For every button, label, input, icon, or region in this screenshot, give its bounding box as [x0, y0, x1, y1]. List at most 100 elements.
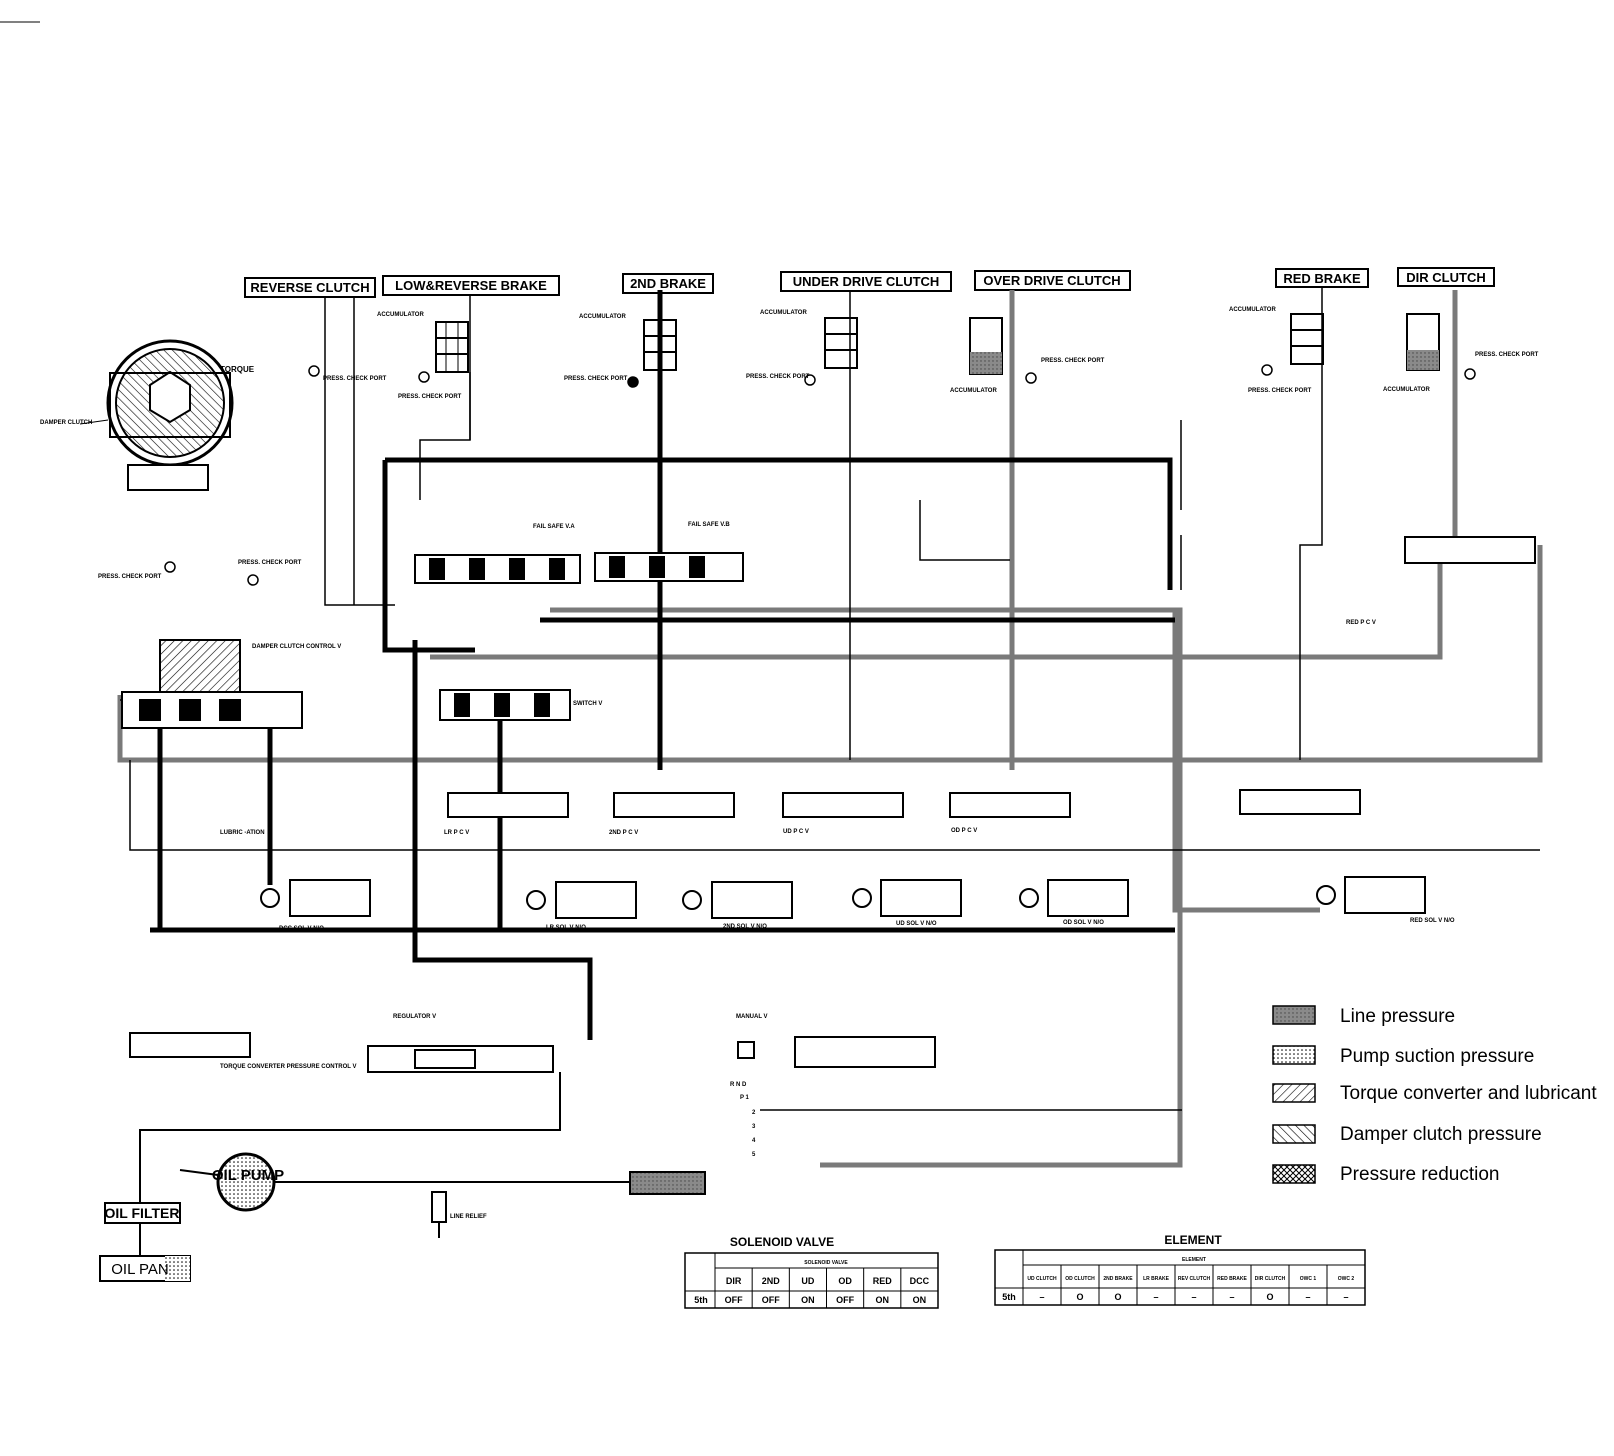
- under-drive-clutch-box: UNDER DRIVE CLUTCH: [780, 271, 952, 292]
- solenoid-valves: [260, 876, 1426, 919]
- component-text: FAIL SAFE V.A FAIL SAFE V.B DAMPER CLUTC…: [220, 522, 1455, 1220]
- reverse-clutch-box: REVERSE CLUTCH: [244, 277, 376, 298]
- svg-text:PRESS. CHECK PORT: PRESS. CHECK PORT: [1041, 358, 1105, 364]
- accumulator-red: ACCUMULATOR: [1229, 307, 1324, 365]
- legend-swatch-dots: [1272, 1045, 1316, 1065]
- svg-text:PRESS. CHECK PORT: PRESS. CHECK PORT: [564, 376, 628, 382]
- svg-text:PRESS. CHECK PORT: PRESS. CHECK PORT: [323, 376, 387, 382]
- table-header-cell: LR BRAKE: [1143, 1276, 1169, 1282]
- svg-text:4: 4: [752, 1138, 756, 1144]
- svg-text:PRESS. CHECK PORT: PRESS. CHECK PORT: [238, 560, 302, 566]
- table-header-cell: OWC 2: [1338, 1276, 1355, 1282]
- press-check-port-labels: PRESS. CHECK PORT PRESS. CHECK PORT PRES…: [98, 352, 1539, 580]
- svg-text:PRESS. CHECK PORT: PRESS. CHECK PORT: [98, 574, 162, 580]
- table-cell: O: [1266, 1292, 1273, 1302]
- legend-label: Line pressure: [1340, 1006, 1455, 1027]
- svg-text:LUBRIC -ATION: LUBRIC -ATION: [220, 830, 265, 836]
- oil-pan: OIL PAN: [99, 1255, 191, 1282]
- table-cell: O: [1114, 1292, 1121, 1302]
- svg-text:ACCUMULATOR: ACCUMULATOR: [579, 314, 626, 320]
- svg-text:2ND SOL V N/O: 2ND SOL V N/O: [723, 924, 767, 930]
- svg-text:REVERSE CLUTCH: REVERSE CLUTCH: [250, 280, 369, 295]
- table-header-cell: RED BRAKE: [1217, 1276, 1247, 1282]
- svg-text:2: 2: [752, 1110, 756, 1116]
- low-reverse-brake-box: LOW&REVERSE BRAKE: [382, 275, 560, 296]
- svg-text:OD P C V: OD P C V: [951, 828, 977, 834]
- svg-text:RED P C V: RED P C V: [1346, 620, 1376, 626]
- legend: Line pressure Pump suction pressure Torq…: [1272, 1005, 1597, 1185]
- svg-text:UD SOL V N/O: UD SOL V N/O: [896, 921, 937, 927]
- svg-text:P 1: P 1: [740, 1095, 750, 1101]
- svg-text:ACCUMULATOR: ACCUMULATOR: [760, 310, 807, 316]
- svg-text:FAIL SAFE V.B: FAIL SAFE V.B: [688, 522, 730, 528]
- legend-label: Torque converter and lubricant: [1340, 1083, 1597, 1104]
- table-cell: OFF: [725, 1295, 743, 1305]
- svg-text:LR SOL V N/O: LR SOL V N/O: [546, 925, 586, 931]
- thin-lines: [120, 287, 1540, 1111]
- table-cell: –: [1191, 1292, 1196, 1302]
- dir-clutch-box: DIR CLUTCH: [1397, 267, 1495, 287]
- svg-text:SOLENOID VALVE: SOLENOID VALVE: [804, 1260, 848, 1266]
- line-pressure-lines: [117, 290, 1543, 1168]
- svg-text:ACCUMULATOR: ACCUMULATOR: [1383, 387, 1430, 393]
- oil-filter: OIL FILTER: [104, 1202, 181, 1224]
- table-header-cell: DIR CLUTCH: [1255, 1276, 1286, 1282]
- line-pressure-block: [629, 1171, 706, 1195]
- red-brake-box: RED BRAKE: [1275, 268, 1369, 288]
- table-header-cell: OD: [838, 1276, 852, 1286]
- accumulator-lr: ACCUMULATOR: [377, 312, 469, 373]
- legend-label: Damper clutch pressure: [1340, 1124, 1542, 1145]
- table-header-cell: 2ND BRAKE: [1103, 1276, 1133, 1282]
- svg-text:ACCUMULATOR: ACCUMULATOR: [950, 388, 997, 394]
- svg-text:ELEMENT: ELEMENT: [1182, 1257, 1206, 1263]
- line-relief-valve: [431, 1191, 447, 1238]
- svg-text:PRESS. CHECK PORT: PRESS. CHECK PORT: [398, 394, 462, 400]
- suction-lines: [139, 1072, 630, 1256]
- svg-text:RED BRAKE: RED BRAKE: [1283, 271, 1361, 286]
- legend-label: Pump suction pressure: [1340, 1046, 1534, 1067]
- second-brake-box: 2ND BRAKE: [622, 273, 714, 294]
- legend-label: Pressure reduction: [1340, 1164, 1499, 1185]
- svg-text:OIL PUMP: OIL PUMP: [212, 1167, 284, 1184]
- table-header-cell: UD: [801, 1276, 814, 1286]
- table-cell: –: [1343, 1292, 1348, 1302]
- over-drive-clutch-box: OVER DRIVE CLUTCH: [974, 270, 1131, 291]
- svg-text:LOW&REVERSE BRAKE: LOW&REVERSE BRAKE: [395, 278, 547, 293]
- accumulator-dir: ACCUMULATOR: [1383, 313, 1440, 393]
- svg-text:PRESS. CHECK PORT: PRESS. CHECK PORT: [746, 374, 810, 380]
- svg-text:TORQUE CONVERTER PRESSURE CONT: TORQUE CONVERTER PRESSURE CONTROL V: [220, 1064, 356, 1070]
- table-cell: –: [1305, 1292, 1310, 1302]
- svg-text:2ND BRAKE: 2ND BRAKE: [630, 276, 706, 291]
- svg-text:UNDER DRIVE CLUTCH: UNDER DRIVE CLUTCH: [793, 274, 940, 289]
- table-cell: OFF: [836, 1295, 854, 1305]
- accumulator-ud: ACCUMULATOR: [760, 310, 858, 369]
- svg-text:PRESS. CHECK PORT: PRESS. CHECK PORT: [1475, 352, 1539, 358]
- svg-text:LR P C V: LR P C V: [444, 830, 469, 836]
- svg-text:FAIL SAFE V.A: FAIL SAFE V.A: [533, 524, 575, 530]
- table-header-cell: DIR: [726, 1276, 742, 1286]
- table-header-cell: DCC: [910, 1276, 930, 1286]
- table-cell: –: [1039, 1292, 1044, 1302]
- table-cell: –: [1153, 1292, 1158, 1302]
- table-header-cell: OWC 1: [1300, 1276, 1317, 1282]
- svg-text:UD P C V: UD P C V: [783, 829, 809, 835]
- svg-text:DAMPER CLUTCH CONTROL V: DAMPER CLUTCH CONTROL V: [252, 644, 341, 650]
- table-cell: ON: [801, 1295, 815, 1305]
- table-cell: O: [1076, 1292, 1083, 1302]
- svg-text:ELEMENT: ELEMENT: [1164, 1233, 1222, 1247]
- table-cell: ON: [876, 1295, 890, 1305]
- svg-text:ACCUMULATOR: ACCUMULATOR: [1229, 307, 1276, 313]
- svg-text:OD SOL V N/O: OD SOL V N/O: [1063, 920, 1104, 926]
- table-row-label: 5th: [694, 1295, 708, 1305]
- torque-converter: TORQUE DAMPER CLUTCH: [40, 339, 255, 491]
- table-cell: ON: [913, 1295, 927, 1305]
- svg-text:TORQUE: TORQUE: [220, 365, 255, 374]
- svg-text:PRESS. CHECK PORT: PRESS. CHECK PORT: [1248, 388, 1312, 394]
- svg-text:OIL FILTER: OIL FILTER: [105, 1205, 180, 1221]
- svg-text:5: 5: [752, 1152, 756, 1158]
- table-header-cell: RED: [873, 1276, 893, 1286]
- table-row-label: 5th: [1002, 1292, 1016, 1302]
